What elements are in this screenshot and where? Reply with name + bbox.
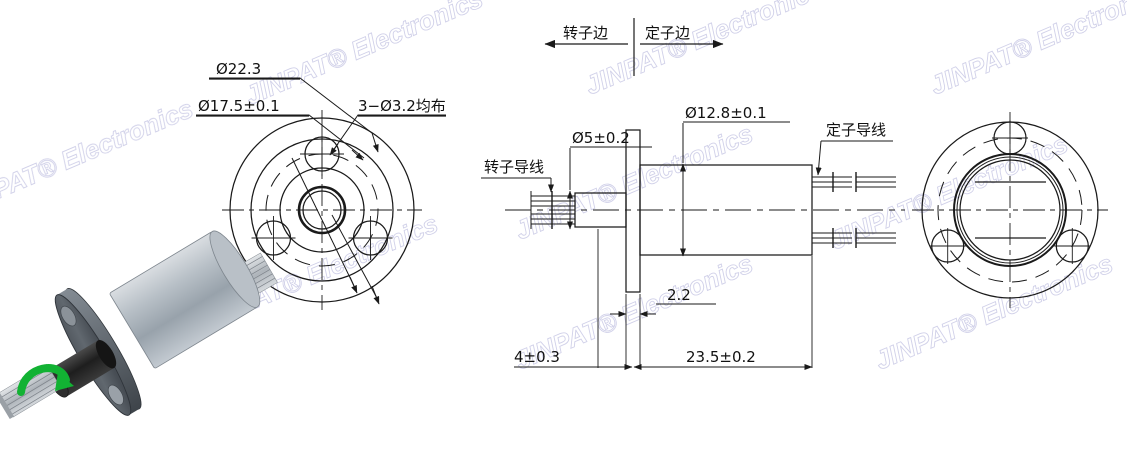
label-stator-wire: 定子导线 xyxy=(826,121,886,139)
label-dia-22-3: Ø22.3 xyxy=(216,60,261,78)
left-front-view xyxy=(222,110,422,310)
leader-dia-17-5-b xyxy=(291,157,357,291)
stator-wire-bundles xyxy=(811,172,896,248)
leader-dia-22-3 xyxy=(209,77,373,134)
leader-dia-17-5 xyxy=(196,114,365,159)
render-front-wires xyxy=(0,363,62,420)
label-rotor-side: 转子边 xyxy=(563,24,608,42)
right-rear-view xyxy=(912,112,1108,308)
left-view-annotations xyxy=(196,77,446,305)
dim-dia-5 xyxy=(567,146,652,230)
label-holes-3: 3−Ø3.2均布 xyxy=(358,97,446,115)
rotor-wire-leader xyxy=(481,177,554,193)
leader-dia-22-3-b xyxy=(331,214,379,301)
centerlines xyxy=(222,110,422,310)
render-body xyxy=(109,230,261,369)
side-indicator xyxy=(544,18,724,76)
dim-dia-12-8 xyxy=(680,121,790,257)
rotation-arrow-icon xyxy=(17,364,74,396)
label-dia-5: Ø5±0.2 xyxy=(572,129,630,147)
product-3d-render xyxy=(0,230,278,420)
leader-holes xyxy=(331,114,446,153)
rear-hole-center-marks xyxy=(929,120,1091,264)
label-23-5: 23.5±0.2 xyxy=(686,348,756,366)
label-dia-12-8: Ø12.8±0.1 xyxy=(685,104,767,122)
stator-wire-leader xyxy=(815,140,893,176)
label-dia-17-5: Ø17.5±0.1 xyxy=(198,97,280,115)
dim-extension-lines xyxy=(597,229,813,368)
label-stator-side: 定子边 xyxy=(645,24,690,42)
render-hole xyxy=(60,305,77,327)
label-4: 4±0.3 xyxy=(514,348,560,366)
dim-2-2 xyxy=(610,303,716,317)
rear-centerlines xyxy=(912,112,1108,308)
render-hole xyxy=(107,384,124,406)
label-2-2: 2.2 xyxy=(667,286,691,304)
section-view xyxy=(505,129,905,293)
label-rotor-wire: 转子导线 xyxy=(484,158,544,176)
